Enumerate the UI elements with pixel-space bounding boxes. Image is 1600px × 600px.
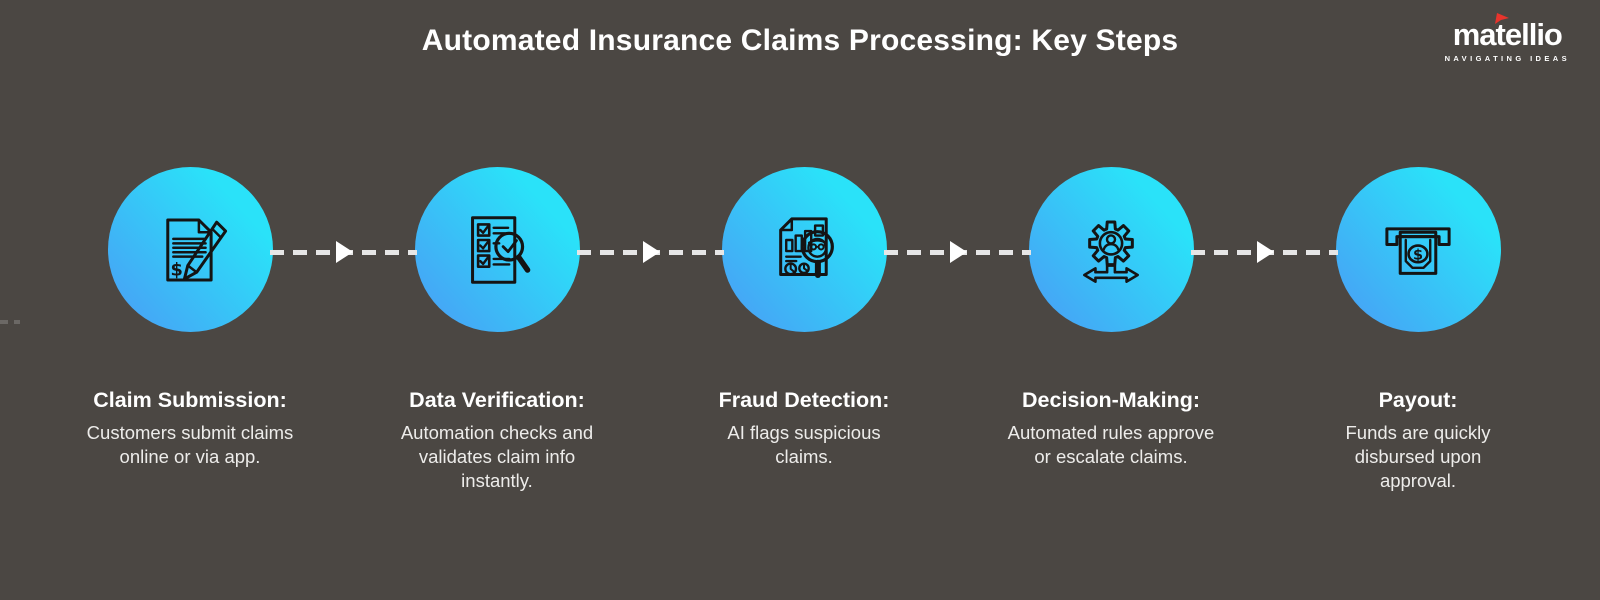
step-description-line: approval.: [1379, 470, 1457, 491]
step-title: Claim Submission:: [93, 388, 287, 412]
matellio-logo: matellio NAVIGATING IDEAS: [1444, 13, 1570, 64]
left-edge-dash-artifact: [0, 320, 20, 324]
step-description-line: validates claim info: [418, 446, 576, 467]
step-circle: [721, 167, 887, 332]
step-claim-submission: $ Claim Submission: Customers submit cla…: [37, 167, 343, 469]
step-description-line: or escalate claims.: [1034, 446, 1188, 467]
flow-arrow: [1191, 240, 1338, 264]
step-circle: [414, 167, 580, 332]
step-description-line: AI flags suspicious: [727, 422, 881, 443]
step-description-line: claims.: [775, 446, 833, 467]
gear-person-decision-arrows-icon: [1071, 210, 1151, 290]
step-circle: $: [1335, 167, 1501, 332]
arrowhead-right-icon: [335, 241, 353, 263]
step-decision-making: Decision-Making: Automated rules approve…: [958, 167, 1264, 469]
arrowhead-right-icon: [1256, 241, 1274, 263]
red-flag-icon: [1494, 13, 1509, 24]
step-description-line: Customers submit claims: [86, 422, 294, 443]
step-fraud-detection: Fraud Detection: AI flags suspicious cla…: [651, 167, 957, 469]
step-title: Fraud Detection:: [718, 388, 890, 412]
logo-tagline: NAVIGATING IDEAS: [1444, 54, 1570, 64]
step-description-line: Automated rules approve: [1007, 422, 1215, 443]
cash-dispenser-icon: $: [1378, 210, 1458, 290]
logo-brand-text: matellio: [1452, 13, 1563, 52]
logo-brand-word: matellio: [1452, 17, 1563, 52]
arrowhead-right-icon: [949, 241, 967, 263]
checklist-magnifier-icon: [457, 210, 537, 290]
claim-document-pencil-icon: $: [150, 210, 230, 290]
flow-arrow: [577, 240, 724, 264]
step-description-line: instantly.: [461, 470, 533, 491]
step-title: Data Verification:: [409, 388, 585, 412]
flow-arrow: [270, 240, 417, 264]
fraud-report-spy-magnifier-icon: [764, 210, 844, 290]
step-circle: [1028, 167, 1194, 332]
step-description-line: disbursed upon: [1354, 446, 1482, 467]
step-title: Decision-Making:: [1022, 388, 1200, 412]
svg-text:$: $: [1413, 247, 1423, 263]
step-title: Payout:: [1378, 388, 1458, 412]
flow-arrow: [884, 240, 1031, 264]
step-payout: $ Payout: Funds are quickly disbursed up…: [1265, 167, 1571, 493]
step-description-line: Automation checks and: [400, 422, 594, 443]
infographic-title: Automated Insurance Claims Processing: K…: [421, 24, 1179, 57]
step-circle: $: [107, 167, 273, 332]
svg-text:$: $: [170, 260, 182, 280]
step-data-verification: Data Verification: Automation checks and…: [344, 167, 650, 493]
step-description-line: Funds are quickly: [1345, 422, 1491, 443]
step-description-line: online or via app.: [119, 446, 261, 467]
arrowhead-right-icon: [642, 241, 660, 263]
